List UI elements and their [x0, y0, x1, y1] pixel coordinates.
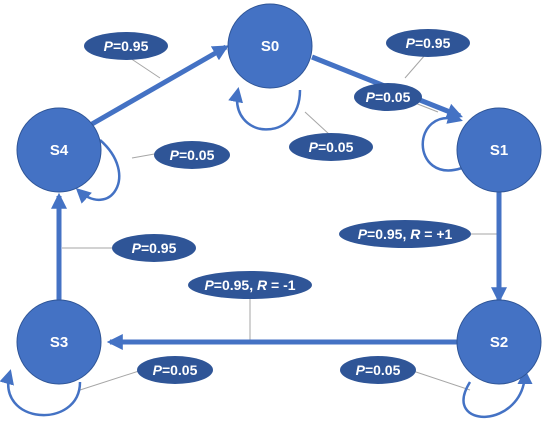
state-label: S0 — [261, 38, 279, 55]
prob-value: =0.05 — [318, 139, 354, 155]
transition-label-s3-loop: P=0.05 — [137, 356, 213, 384]
prob-value: =0.95, — [214, 277, 257, 293]
self-loop-s0 — [228, 87, 302, 131]
leader-line-s0-s1 — [404, 54, 426, 79]
self-loop-s3 — [0, 369, 82, 417]
state-label: S3 — [50, 334, 68, 351]
state-node-s0: S0 — [227, 3, 313, 89]
reward-value: = +1 — [420, 226, 452, 242]
leader-line-s1-loop — [414, 102, 439, 113]
leader-line-s2-loop — [409, 369, 471, 391]
prob-symbol: P — [406, 35, 416, 51]
prob-value: =0.05 — [162, 362, 198, 378]
prob-symbol: P — [204, 277, 214, 293]
self-loop-s2 — [462, 369, 533, 419]
svg-text:P=0.05: P=0.05 — [153, 362, 198, 378]
leader-line-s0-loop — [304, 111, 331, 136]
prob-value: =0.05 — [365, 362, 401, 378]
state-node-s2: S2 — [456, 299, 542, 385]
svg-text:P=0.95, R = +1: P=0.95, R = +1 — [358, 226, 453, 242]
leader-line-s4-s0 — [129, 57, 161, 79]
prob-value: =0.95 — [415, 35, 451, 51]
prob-symbol: P — [104, 38, 114, 54]
prob-symbol: P — [309, 139, 319, 155]
svg-text:P=0.05: P=0.05 — [309, 139, 354, 155]
edge-s4-s0 — [90, 44, 229, 127]
transition-edges — [50, 44, 508, 351]
prob-symbol: P — [356, 362, 366, 378]
state-node-s3: S3 — [16, 299, 102, 385]
prob-value: =0.05 — [179, 147, 215, 163]
transition-label-s0-s1: P=0.95 — [386, 29, 470, 57]
transition-label-s4-s0: P=0.95 — [84, 32, 168, 60]
transition-label-s0-loop: P=0.05 — [289, 133, 373, 161]
prob-symbol: P — [153, 362, 163, 378]
transition-label-s1-loop: P=0.05 — [354, 83, 422, 111]
svg-text:P=0.95: P=0.95 — [406, 35, 451, 51]
svg-text:P=0.95, R = -1: P=0.95, R = -1 — [204, 277, 295, 293]
state-nodes: S0 S1 S2 S3 S4 — [16, 3, 542, 385]
reward-symbol: R — [410, 226, 421, 242]
prob-symbol: P — [366, 89, 376, 105]
state-label: S1 — [490, 142, 508, 159]
svg-text:P=0.05: P=0.05 — [356, 362, 401, 378]
svg-text:P=0.95: P=0.95 — [104, 38, 149, 54]
leader-line-s3-loop — [79, 369, 143, 391]
transition-label-s3-s4: P=0.95 — [112, 234, 196, 262]
svg-text:P=0.05: P=0.05 — [170, 147, 215, 163]
prob-symbol: P — [132, 240, 142, 256]
state-node-s1: S1 — [456, 107, 542, 193]
leader-lines — [62, 54, 497, 391]
prob-value: =0.05 — [375, 89, 411, 105]
state-label: S4 — [50, 142, 69, 159]
svg-text:P=0.05: P=0.05 — [366, 89, 411, 105]
transition-labels: P=0.95 P=0.95 P=0.95, R = +1 P=0.95, R =… — [84, 29, 471, 384]
transition-label-s1-s2: P=0.95, R = +1 — [339, 220, 471, 248]
prob-value: =0.95, — [367, 226, 410, 242]
reward-value: = -1 — [267, 277, 296, 293]
state-node-s4: S4 — [16, 107, 102, 193]
prob-symbol: P — [358, 226, 368, 242]
self-loop-s1 — [421, 109, 463, 172]
prob-value: =0.95 — [141, 240, 177, 256]
transition-label-s2-s3: P=0.95, R = -1 — [188, 271, 312, 299]
self-loops — [0, 87, 533, 419]
svg-text:P=0.95: P=0.95 — [132, 240, 177, 256]
prob-value: =0.95 — [113, 38, 149, 54]
state-label: S2 — [490, 334, 508, 351]
prob-symbol: P — [170, 147, 180, 163]
transition-label-s4-loop: P=0.05 — [154, 141, 230, 169]
transition-label-s2-loop: P=0.05 — [340, 356, 416, 384]
self-loop-s4 — [75, 139, 121, 204]
reward-symbol: R — [257, 277, 268, 293]
